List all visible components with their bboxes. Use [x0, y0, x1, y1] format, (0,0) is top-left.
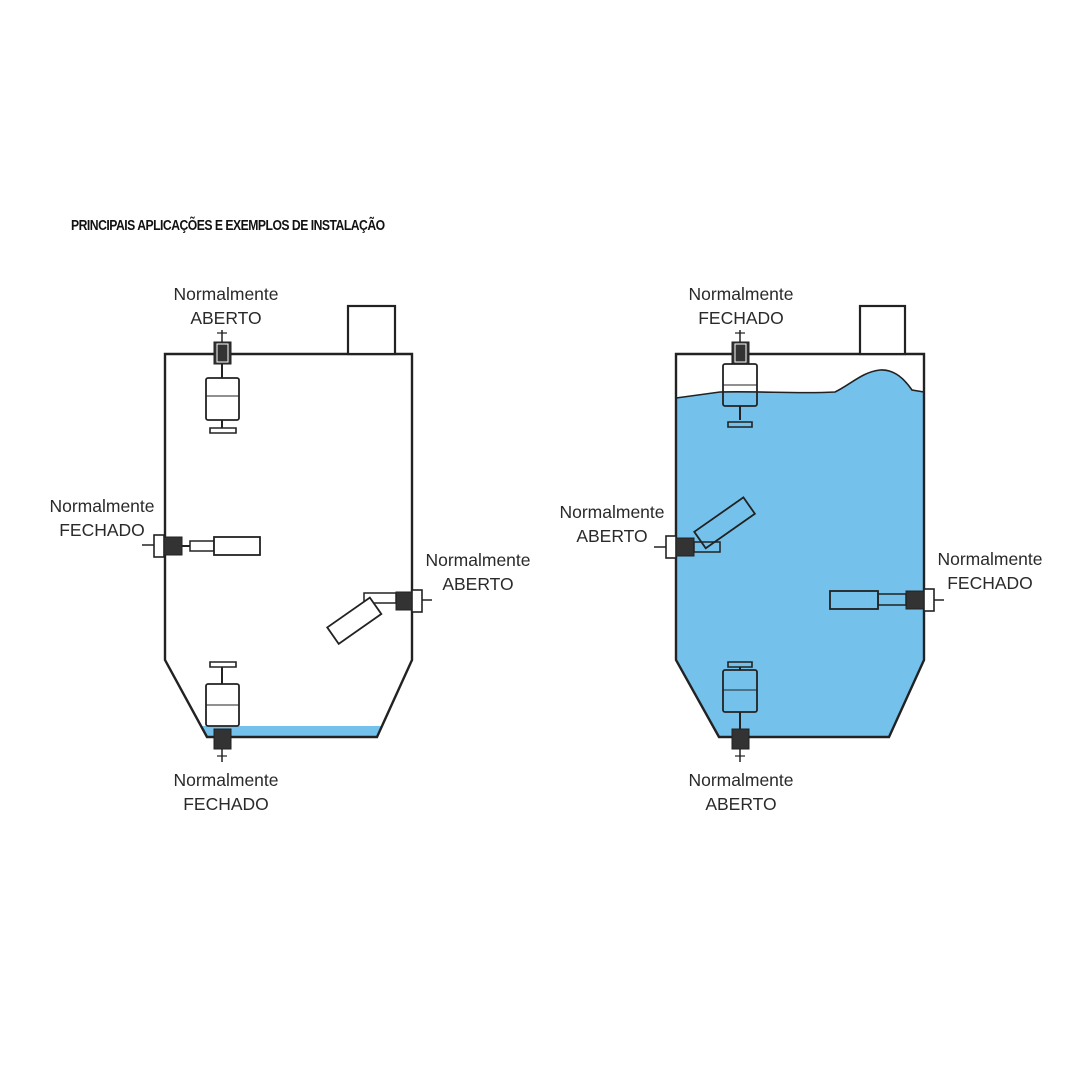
right-tank-outline — [674, 352, 926, 739]
left-right-label-line2: ABERTO — [442, 574, 514, 594]
right-bottom-label: Normalmente ABERTO — [688, 768, 793, 816]
left-top-label-line1: Normalmente — [173, 284, 279, 304]
right-top-label-line2: FECHADO — [698, 308, 784, 328]
left-tank-vent — [346, 304, 397, 356]
right-right-label: Normalmente FECHADO — [937, 547, 1042, 595]
right-bottom-label-line1: Normalmente — [688, 770, 794, 790]
page-title: PRINCIPAIS APLICAÇÕES E EXEMPLOS DE INST… — [71, 218, 385, 234]
right-side-label: Normalmente ABERTO — [559, 500, 664, 548]
left-bottom-label-line2: FECHADO — [183, 794, 269, 814]
left-right-label: Normalmente ABERTO — [425, 548, 530, 596]
left-top-label-line2: ABERTO — [190, 308, 262, 328]
right-side-label-line2: ABERTO — [576, 526, 648, 546]
left-side-float-switch — [142, 534, 261, 558]
left-tank-water — [201, 726, 383, 737]
right-right-label-line2: FECHADO — [947, 573, 1033, 593]
right-right-float-switch — [829, 588, 944, 612]
left-side-label: Normalmente FECHADO — [49, 494, 154, 542]
right-right-label-line1: Normalmente — [937, 549, 1043, 569]
left-bottom-float-switch — [205, 661, 240, 762]
left-tank-outline — [163, 352, 414, 739]
left-tank — [142, 304, 432, 762]
right-tank — [654, 304, 944, 762]
right-tank-water — [675, 369, 925, 738]
left-bottom-label-line1: Normalmente — [173, 770, 279, 790]
left-top-label: Normalmente ABERTO — [173, 282, 278, 330]
left-side-label-line2: FECHADO — [59, 520, 145, 540]
left-bottom-label: Normalmente FECHADO — [173, 768, 278, 816]
right-side-float-switch — [654, 496, 757, 559]
right-side-label-line1: Normalmente — [559, 502, 665, 522]
left-right-float-switch — [325, 589, 432, 646]
right-tank-vent — [858, 304, 907, 356]
right-top-label-line1: Normalmente — [688, 284, 794, 304]
right-top-float-switch — [722, 330, 758, 428]
left-right-label-line1: Normalmente — [425, 550, 531, 570]
right-top-label: Normalmente FECHADO — [688, 282, 793, 330]
left-top-float-switch — [205, 330, 240, 434]
right-bottom-label-line2: ABERTO — [705, 794, 777, 814]
left-side-label-line1: Normalmente — [49, 496, 155, 516]
right-bottom-float-switch — [722, 661, 758, 762]
